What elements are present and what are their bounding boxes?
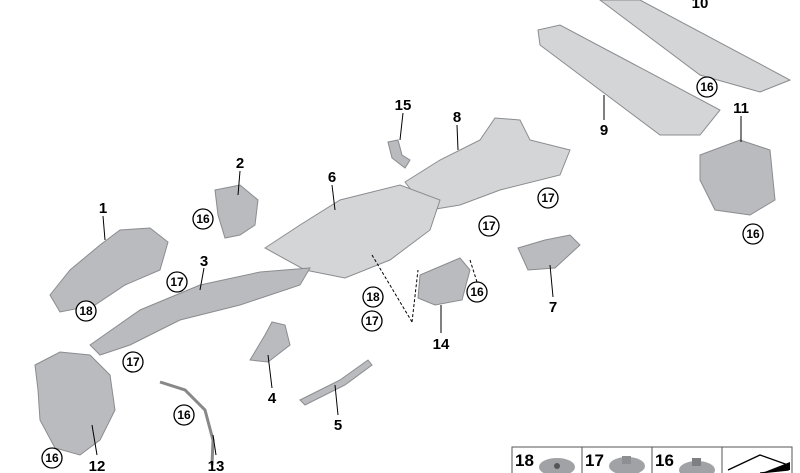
callout-16: 16 (41, 447, 63, 469)
part-3-shape (89, 267, 311, 356)
callout-16: 16 (192, 208, 214, 230)
part-label-7: 7 (549, 299, 557, 316)
svg-text:17: 17 (126, 355, 140, 369)
part-9-shape (537, 24, 721, 136)
part-13-shape (159, 380, 215, 466)
part-label-12: 12 (89, 458, 106, 473)
part-label-3: 3 (200, 253, 208, 270)
part-label-4: 4 (268, 390, 277, 407)
svg-text:18: 18 (366, 290, 380, 304)
part-label-9: 9 (600, 122, 608, 139)
leader-lines (91, 95, 742, 456)
svg-text:16: 16 (700, 80, 714, 94)
callout-16: 16 (696, 76, 718, 98)
callout-17: 17 (537, 187, 559, 209)
callout-17: 17 (478, 215, 500, 237)
svg-text:17: 17 (541, 191, 555, 205)
part-1-shape (49, 227, 169, 313)
svg-text:16: 16 (746, 227, 760, 241)
callout-17: 17 (122, 351, 144, 373)
part-7-shape (517, 234, 581, 271)
part-label-2: 2 (236, 155, 244, 172)
part-label-10: 10 (692, 0, 709, 12)
callout-16: 16 (173, 404, 195, 426)
part-label-1: 1 (99, 200, 107, 217)
part-15-shape (387, 139, 411, 169)
callout-17: 17 (361, 310, 383, 332)
part-label-13: 13 (208, 458, 225, 473)
part-11-shape (699, 139, 776, 216)
svg-text:17: 17 (365, 314, 379, 328)
part-label-5: 5 (334, 417, 342, 434)
nut-17-icon (609, 457, 645, 473)
svg-text:16: 16 (470, 285, 484, 299)
part-label-15: 15 (395, 97, 412, 114)
legend-18: 18 (511, 446, 583, 473)
svg-text:16: 16 (655, 451, 674, 470)
callout-16: 16 (466, 281, 488, 303)
part-label-8: 8 (453, 109, 461, 126)
part-4-shape (249, 321, 291, 363)
callout-17: 17 (166, 271, 188, 293)
part-14-shape (417, 257, 471, 306)
legend-17: 17 (581, 446, 653, 473)
svg-text:16: 16 (177, 408, 191, 422)
svg-text:16: 16 (45, 451, 59, 465)
part-6-shape (264, 184, 441, 279)
part-label-6: 6 (328, 169, 336, 186)
svg-text:17: 17 (585, 451, 604, 470)
svg-text:16: 16 (196, 212, 210, 226)
callout-16: 16 (742, 223, 764, 245)
callout-18: 18 (75, 300, 97, 322)
part-10-shape (599, 0, 792, 93)
svg-text:17: 17 (170, 275, 184, 289)
part-label-14: 14 (433, 336, 450, 353)
legend-kit-icon (721, 446, 793, 473)
part-label-11: 11 (733, 100, 749, 117)
svg-text:18: 18 (79, 304, 93, 318)
part-12-shape (34, 351, 116, 456)
part-2-shape (214, 184, 259, 239)
nut-16-icon (679, 461, 715, 473)
callout-18: 18 (362, 286, 384, 308)
svg-text:17: 17 (482, 219, 496, 233)
svg-text:18: 18 (515, 451, 534, 470)
part-5-shape (299, 359, 373, 406)
legend-16: 16 (651, 446, 723, 473)
